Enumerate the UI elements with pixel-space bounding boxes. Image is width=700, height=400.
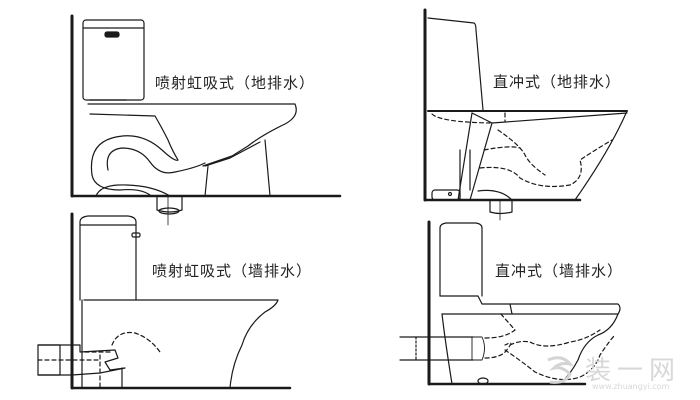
panel-label-siphonic-wall: 喷射虹吸式（墙排水）	[152, 262, 313, 280]
watermark-logo-icon	[547, 356, 574, 384]
panel-label-siphonic-floor: 喷射虹吸式（地排水）	[155, 74, 316, 92]
washdown-wall-toilet-illustration	[399, 220, 621, 386]
watermark-text: 装一网	[585, 356, 682, 386]
watermark-subtext: www.zhuangyi.com	[592, 382, 670, 391]
siphonic-wall-toilet-illustration	[37, 212, 292, 390]
panel-label-washdown-wall: 直冲式（墙排水）	[495, 262, 624, 280]
panel-label-washdown-floor: 直冲式（地排水）	[493, 73, 622, 91]
siphonic-floor-toilet-illustration	[70, 14, 342, 226]
washdown-floor-toilet-illustration	[423, 8, 628, 221]
